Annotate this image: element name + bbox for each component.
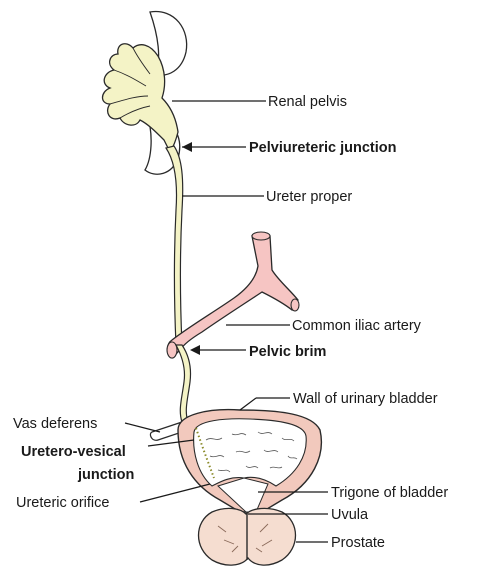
bladder-lumen: [194, 419, 307, 486]
ureter-upper: [166, 146, 183, 345]
label-pelviureteric-junction: Pelviureteric junction: [249, 140, 396, 156]
iliac-branch-cut-end: [291, 299, 299, 311]
arrow-pelvic-brim: [190, 345, 200, 355]
arrow-pelviureteric: [182, 142, 192, 152]
label-uretero-vesical-line1: Uretero-vesical: [21, 444, 126, 460]
label-ureteric-orifice: Ureteric orifice: [16, 495, 109, 511]
label-prostate: Prostate: [331, 535, 385, 551]
ureter-lower: [176, 345, 191, 422]
label-uretero-vesical-line2: junction: [77, 467, 134, 483]
common-iliac-artery-shape: [168, 236, 299, 358]
label-pelvic-brim: Pelvic brim: [249, 344, 326, 360]
label-uvula: Uvula: [331, 507, 369, 523]
label-vas-deferens: Vas deferens: [13, 416, 97, 432]
iliac-artery-cut-end: [252, 232, 270, 240]
label-ureter-proper: Ureter proper: [266, 189, 352, 205]
label-wall-of-urinary-bladder: Wall of urinary bladder: [293, 391, 438, 407]
label-renal-pelvis: Renal pelvis: [268, 94, 347, 110]
label-trigone-of-bladder: Trigone of bladder: [331, 485, 448, 501]
label-common-iliac-artery: Common iliac artery: [292, 318, 422, 334]
